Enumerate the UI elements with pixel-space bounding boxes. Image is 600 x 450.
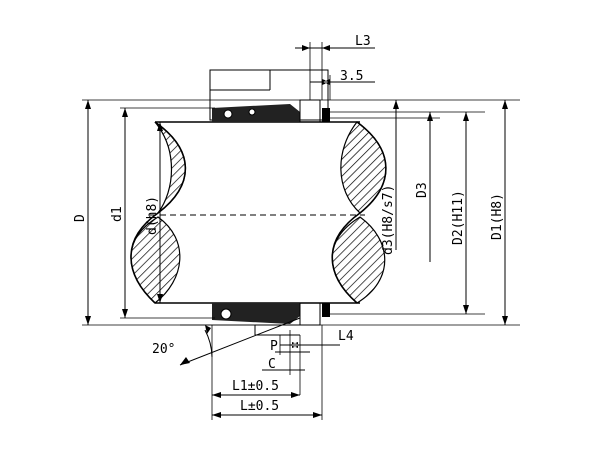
seal-assembly-bottom [212, 302, 330, 336]
label-angle: 20° [152, 342, 175, 357]
label-d3: d3(H8/s7) [381, 185, 396, 255]
label-L1: L1±0.5 [232, 379, 279, 394]
label-d1: d1 [110, 206, 125, 222]
horizontal-dimensions [212, 45, 375, 418]
label-D3: D3 [415, 182, 430, 198]
extension-lines [82, 42, 520, 420]
vertical-dimensions [85, 100, 508, 325]
label-C: C [268, 357, 276, 372]
label-D1: D1(H8) [490, 193, 505, 240]
label-3.5: 3.5 [340, 69, 363, 84]
label-d-h8: d(h8) [145, 196, 160, 235]
seal-assembly-top [209, 69, 330, 123]
label-L: L±0.5 [240, 399, 279, 414]
label-D2: D2(H11) [451, 190, 466, 245]
label-L3: L3 [355, 34, 371, 49]
label-L4: L4 [338, 329, 354, 344]
label-D: D [73, 214, 88, 222]
left-break-hatch-bottom [130, 216, 181, 304]
angle-indicator [179, 317, 301, 366]
right-break-hatch-top [340, 121, 387, 214]
label-P: P [270, 339, 278, 354]
right-break-hatch-bottom [331, 216, 386, 304]
left-break-hatch-top [154, 121, 186, 214]
